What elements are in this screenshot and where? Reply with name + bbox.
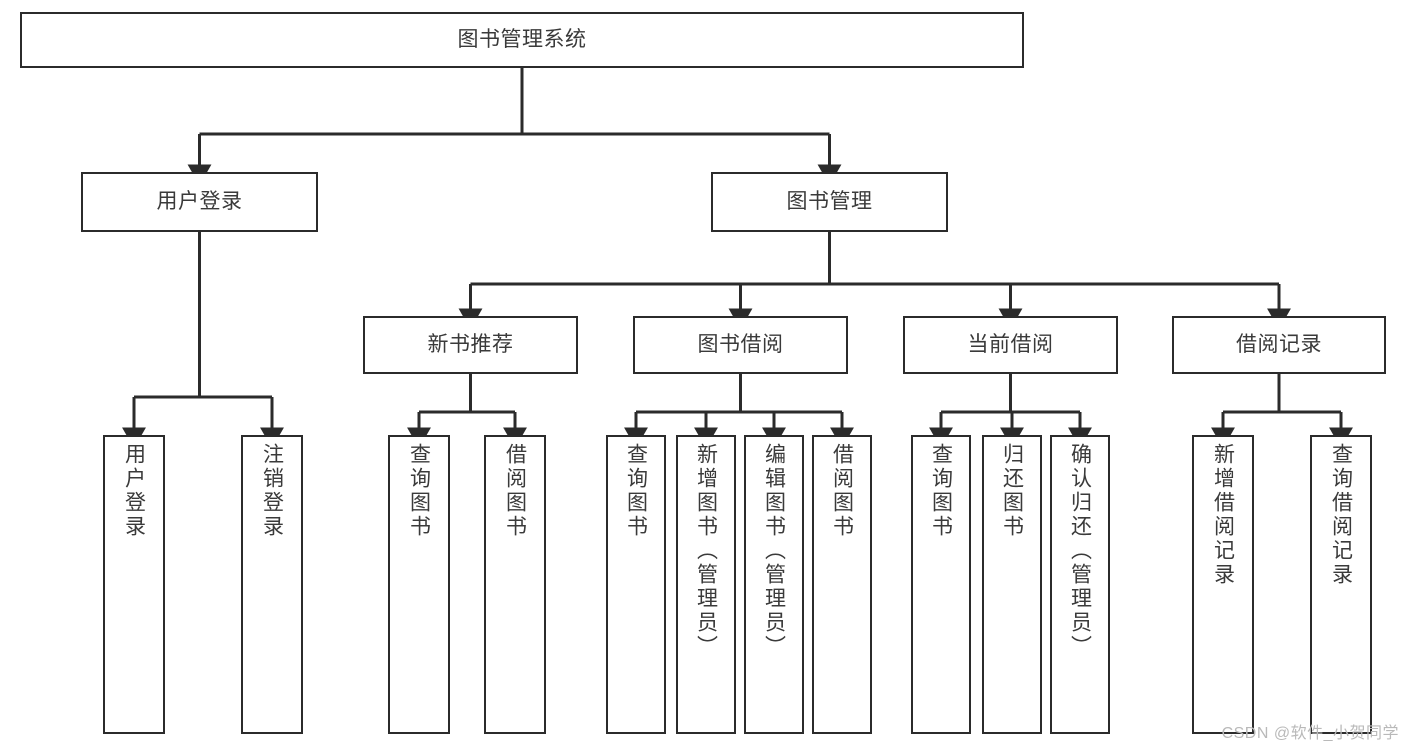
node-leaf_logout[interactable]: 注销登录 — [241, 435, 303, 734]
node-book_manage[interactable]: 图书管理 — [711, 172, 948, 232]
node-label: 新增借阅记录 — [1211, 443, 1235, 587]
node-label: 当前借阅 — [967, 332, 1054, 356]
node-leaf_query_2[interactable]: 查询图书 — [606, 435, 666, 734]
node-borrow_record[interactable]: 借阅记录 — [1172, 316, 1386, 374]
node-leaf_confirm[interactable]: 确认归还（管理员） — [1050, 435, 1110, 734]
node-leaf_query_1[interactable]: 查询图书 — [388, 435, 450, 734]
node-label: 查询借阅记录 — [1329, 443, 1353, 587]
node-label: 注销登录 — [260, 443, 284, 539]
watermark-text: CSDN @软件_小贺同学 — [1221, 725, 1399, 742]
node-new_book_rec[interactable]: 新书推荐 — [363, 316, 578, 374]
node-label: 用户登录 — [122, 443, 146, 539]
node-label: 确认归还（管理员） — [1068, 443, 1092, 659]
node-label: 新书推荐 — [427, 332, 514, 356]
node-root[interactable]: 图书管理系统 — [20, 12, 1024, 68]
node-label: 新增图书（管理员） — [694, 443, 718, 659]
node-leaf_query_3[interactable]: 查询图书 — [911, 435, 971, 734]
node-user_login[interactable]: 用户登录 — [81, 172, 318, 232]
node-label: 查询图书 — [407, 443, 431, 539]
node-label: 归还图书 — [1000, 443, 1024, 539]
node-leaf_edit_book[interactable]: 编辑图书（管理员） — [744, 435, 804, 734]
node-leaf_borrow_1[interactable]: 借阅图书 — [484, 435, 546, 734]
node-label: 图书管理 — [786, 189, 873, 213]
node-leaf_add_record[interactable]: 新增借阅记录 — [1192, 435, 1254, 734]
node-label: 查询图书 — [929, 443, 953, 539]
node-leaf_qry_record[interactable]: 查询借阅记录 — [1310, 435, 1372, 734]
node-label: 图书管理系统 — [457, 27, 587, 51]
node-label: 编辑图书（管理员） — [762, 443, 786, 659]
node-leaf_add_book[interactable]: 新增图书（管理员） — [676, 435, 736, 734]
node-leaf_borrow_2[interactable]: 借阅图书 — [812, 435, 872, 734]
node-leaf_return[interactable]: 归还图书 — [982, 435, 1042, 734]
node-label: 借阅图书 — [830, 443, 854, 539]
node-label: 图书借阅 — [697, 332, 784, 356]
node-label: 借阅记录 — [1236, 332, 1322, 356]
node-book_borrow[interactable]: 图书借阅 — [633, 316, 848, 374]
node-label: 借阅图书 — [503, 443, 527, 539]
node-label: 用户登录 — [156, 189, 243, 213]
node-current_borrow[interactable]: 当前借阅 — [903, 316, 1118, 374]
node-label: 查询图书 — [624, 443, 648, 539]
node-leaf_user_login[interactable]: 用户登录 — [103, 435, 165, 734]
